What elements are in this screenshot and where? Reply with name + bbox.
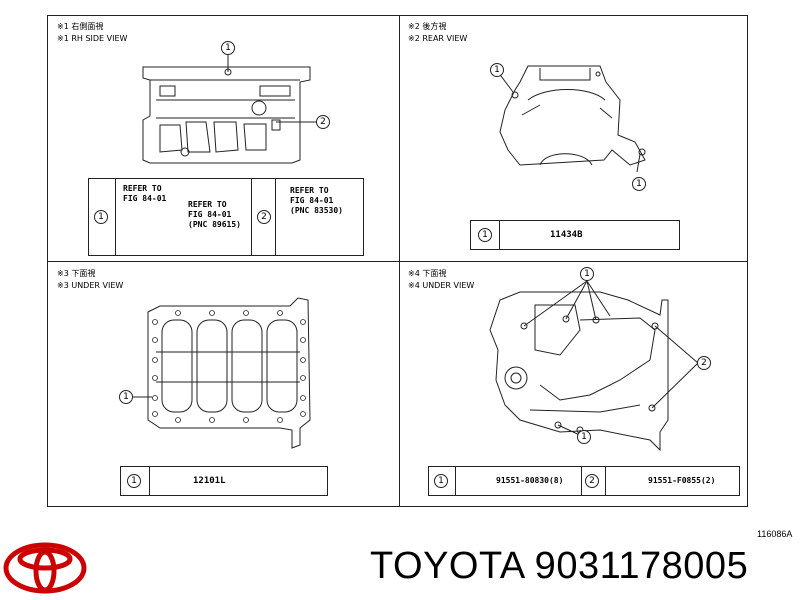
legend-divider bbox=[499, 221, 500, 249]
panel-3-label-en: ※3 UNDER VIEW bbox=[57, 281, 124, 290]
legend-4-part-a: 91551-80830(8) bbox=[496, 476, 564, 485]
panel-3-label-jp: ※3 下面視 bbox=[57, 269, 96, 278]
legend-4-index-2: 2 bbox=[585, 474, 599, 488]
legend-divider bbox=[605, 467, 606, 495]
legend-divider bbox=[275, 179, 276, 255]
callout-1-rh-side: 1 bbox=[221, 41, 235, 55]
legend-2-index-1: 1 bbox=[478, 228, 492, 242]
callout-1-under-view: 1 bbox=[119, 390, 133, 404]
legend-divider bbox=[455, 467, 456, 495]
panel-4-label-jp: ※4 下面視 bbox=[408, 269, 447, 278]
rh-side-view-block bbox=[142, 55, 316, 164]
legend-1-ref-a: REFER TO FIG 84-01 bbox=[123, 184, 167, 203]
legend-1-ref-b: REFER TO FIG 84-01 (PNC 89615) bbox=[188, 200, 241, 229]
legend-1-index-2: 2 bbox=[257, 210, 271, 224]
panel-divider-horizontal bbox=[47, 261, 748, 262]
callout-2-rh-side: 2 bbox=[316, 115, 330, 129]
panel-2-label-en: ※2 REAR VIEW bbox=[408, 34, 468, 43]
legend-divider bbox=[115, 179, 116, 255]
legend-divider bbox=[149, 467, 150, 495]
panel-2-label-jp: ※2 後方視 bbox=[408, 22, 447, 31]
under-view-bolt-holes bbox=[152, 310, 306, 423]
drawing-code: 116086A bbox=[757, 529, 793, 539]
brand-part-number: TOYOTA 9031178005 bbox=[370, 545, 749, 587]
callout-1-rear-upper: 1 bbox=[490, 63, 504, 77]
panel-3-legend bbox=[120, 466, 328, 496]
panel-4-legend bbox=[428, 466, 740, 496]
oil-pan-view bbox=[489, 280, 699, 452]
legend-divider bbox=[581, 467, 582, 495]
legend-4-part-b: 91551-F0855(2) bbox=[648, 476, 716, 485]
panel-1-label-en: ※1 RH SIDE VIEW bbox=[57, 34, 128, 43]
legend-1-index-1: 1 bbox=[94, 210, 108, 224]
legend-4-index-1: 1 bbox=[434, 474, 448, 488]
legend-2-part-number: 11434B bbox=[550, 230, 583, 240]
panel-2-legend bbox=[470, 220, 680, 250]
legend-3-part-number: 12101L bbox=[193, 476, 226, 486]
legend-3-index-1: 1 bbox=[127, 474, 141, 488]
callout-1-oil-pan-upper: 1 bbox=[580, 267, 594, 281]
panel-1-legend bbox=[88, 178, 364, 256]
legend-divider bbox=[251, 179, 252, 255]
legend-1-ref-c: REFER TO FIG 84-01 (PNC 83530) bbox=[290, 186, 343, 215]
panel-4-label-en: ※4 UNDER VIEW bbox=[408, 281, 475, 290]
callout-2-oil-pan: 2 bbox=[697, 356, 711, 370]
toyota-logo bbox=[3, 542, 87, 594]
under-view-block bbox=[133, 297, 311, 449]
panel-1-label-jp: ※1 右側面視 bbox=[57, 22, 104, 31]
callout-1-rear-lower: 1 bbox=[632, 177, 646, 191]
callout-1-oil-pan-lower: 1 bbox=[577, 430, 591, 444]
rear-view-housing bbox=[497, 65, 646, 173]
